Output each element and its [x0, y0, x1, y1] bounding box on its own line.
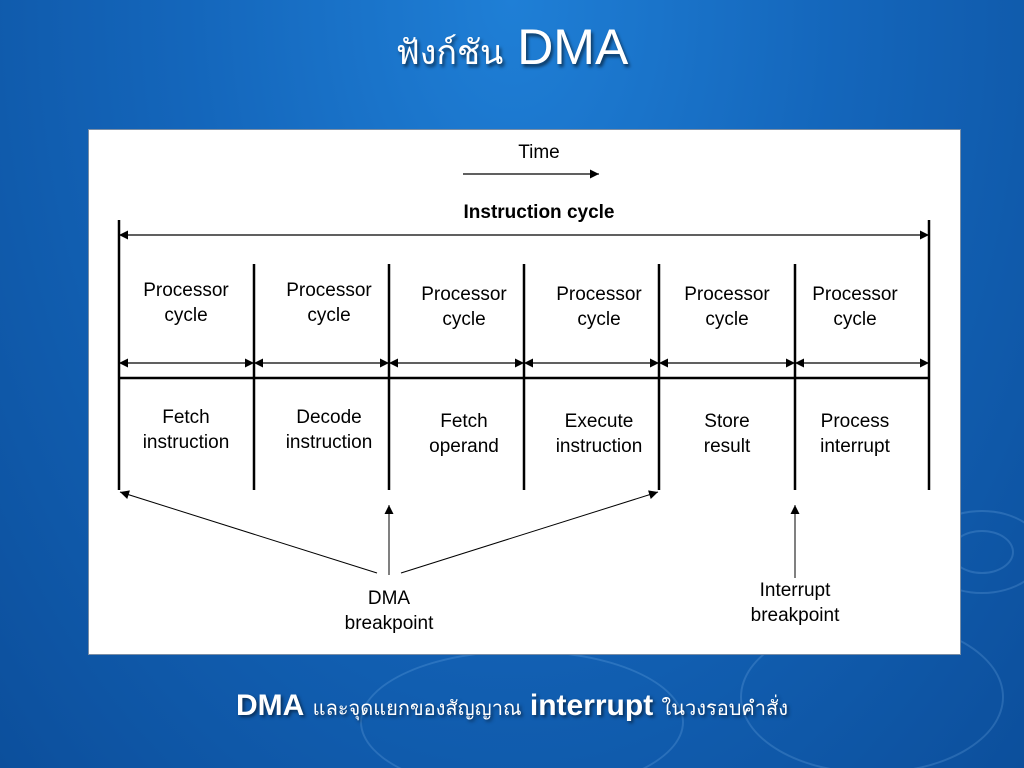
dma-breakpoint-label: breakpoint: [345, 613, 434, 634]
phase-label-execute-instruction: instruction: [556, 436, 643, 457]
phase-label-store-result: Store: [704, 411, 749, 432]
caption-thai-end: ในวงรอบคำสั่ง: [661, 696, 788, 720]
phase-label-process-interrupt: Process: [821, 411, 890, 432]
time-label: Time: [518, 142, 560, 163]
phase-label-fetch-operand: operand: [429, 436, 499, 457]
processor-cycle-label-6: Processor: [812, 284, 898, 305]
caption-thai-middle: และจุดแยกของสัญญาณ: [312, 696, 522, 720]
phase-label-execute-instruction: Execute: [565, 411, 634, 432]
processor-cycle-label-3: Processor: [421, 284, 507, 305]
interrupt-breakpoint-label: Interrupt: [760, 580, 831, 601]
phase-label-fetch-instruction: Fetch: [162, 407, 210, 428]
processor-cycle-label-6: cycle: [833, 309, 876, 330]
caption-interrupt: interrupt: [529, 689, 654, 722]
slide-title: ฟังก์ชัน DMA: [0, 14, 1024, 86]
diagram-panel: Time Instruction cycle Processor cycle P…: [88, 129, 961, 655]
slide-caption: DMA และจุดแยกของสัญญาณ interrupt ในวงรอบ…: [0, 684, 1024, 730]
processor-cycle-label-2: cycle: [307, 305, 350, 326]
phase-label-store-result: result: [704, 436, 751, 457]
slide-title-en: DMA: [517, 19, 629, 75]
caption-dma: DMA: [236, 689, 305, 722]
interrupt-breakpoint-label: breakpoint: [751, 605, 840, 626]
processor-cycle-label-4: cycle: [577, 309, 620, 330]
phase-label-decode-instruction: Decode: [296, 407, 362, 428]
processor-cycle-label-2: Processor: [286, 280, 372, 301]
processor-cycle-label-5: cycle: [705, 309, 748, 330]
dma-breakpoint-arrow: [400, 490, 659, 574]
instruction-cycle-label: Instruction cycle: [464, 202, 615, 223]
processor-cycle-label-4: Processor: [556, 284, 642, 305]
processor-cycle-label-5: Processor: [684, 284, 770, 305]
dma-breakpoint-label: DMA: [368, 588, 411, 609]
phase-label-fetch-operand: Fetch: [440, 411, 488, 432]
processor-cycle-label-1: Processor: [143, 280, 229, 301]
phase-label-fetch-instruction: instruction: [143, 432, 230, 453]
processor-cycle-label-1: cycle: [164, 305, 207, 326]
phase-label-decode-instruction: instruction: [286, 432, 373, 453]
dma-breakpoint-arrow: [119, 490, 378, 574]
slide-title-thai: ฟังก์ชัน: [395, 33, 504, 73]
phase-label-process-interrupt: interrupt: [820, 436, 890, 457]
processor-cycle-label-3: cycle: [442, 309, 485, 330]
dma-breakpoint-diagram: Time Instruction cycle Processor cycle P…: [117, 142, 931, 634]
